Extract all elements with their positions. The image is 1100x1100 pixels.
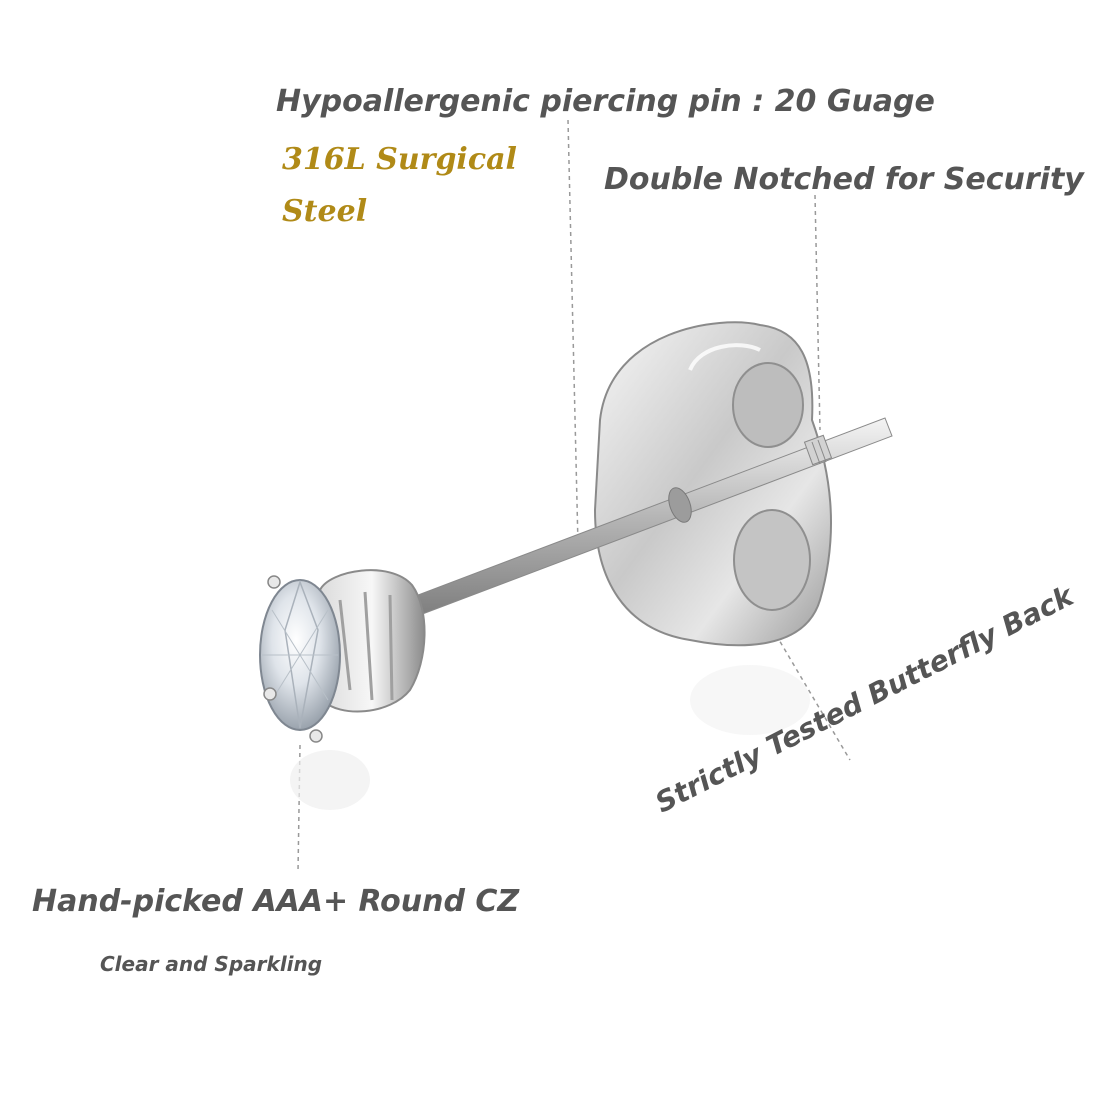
steel-label-line1: 316L Surgical (282, 142, 517, 177)
cz-leader-line (297, 744, 301, 873)
cz-feature-label: Hand-picked AAA+ Round CZ (32, 884, 520, 919)
steel-label-line2: Steel (282, 194, 368, 229)
pin-leader-line (567, 119, 579, 546)
back-leader-line (771, 627, 851, 761)
cz-sublabel: Clear and Sparkling (100, 952, 323, 976)
notch-feature-label: Double Notched for Security (604, 162, 1084, 197)
pin-feature-label: Hypoallergenic piercing pin : 20 Guage (276, 84, 935, 119)
cz-gem (259, 575, 341, 743)
notch-leader-line (814, 194, 821, 431)
reflection (690, 665, 810, 735)
leader-lines (297, 119, 851, 873)
prong-setting (318, 569, 426, 713)
reflection (290, 750, 370, 810)
